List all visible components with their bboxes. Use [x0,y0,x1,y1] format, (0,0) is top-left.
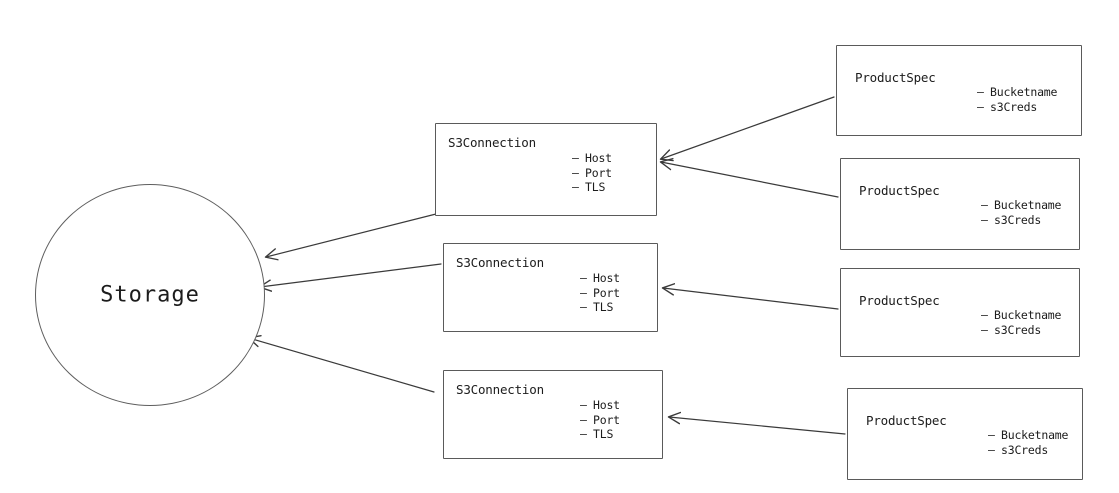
attribute-label: Host [593,398,620,412]
attribute-row: –Port [580,413,620,428]
node-productspec-3[interactable]: ProductSpec –Bucketname –s3Creds [840,268,1080,357]
attribute-dash-icon: – [580,271,587,285]
attribute-dash-icon: – [580,412,587,427]
productspec-3-attributes: –Bucketname –s3Creds [981,308,1061,337]
attribute-label: Host [585,151,612,165]
attribute-row: –Port [572,166,612,181]
attribute-row: –Bucketname [981,198,1061,213]
attribute-dash-icon: – [988,428,995,442]
edge-spec1-to-connection1 [661,96,835,159]
attribute-dash-icon: – [988,442,995,457]
attribute-row: –s3Creds [988,443,1068,458]
s3connection-2-attributes: –Host –Port –TLS [580,271,620,315]
attribute-dash-icon: – [977,85,984,99]
attribute-label: Bucketname [990,85,1058,99]
attribute-dash-icon: – [977,99,984,114]
attribute-row: –TLS [580,427,620,442]
attribute-label: s3Creds [994,212,1042,227]
attribute-row: –s3Creds [981,213,1061,228]
node-productspec-4[interactable]: ProductSpec –Bucketname –s3Creds [847,388,1083,480]
attribute-label: s3Creds [990,99,1038,114]
attribute-row: –Bucketname [988,428,1068,443]
attribute-row: –Bucketname [977,85,1057,100]
attribute-row: –Bucketname [981,308,1061,323]
s3connection-1-attributes: –Host –Port –TLS [572,151,612,195]
edge-spec3-to-connection2 [663,288,839,310]
attribute-row: –s3Creds [981,323,1061,338]
productspec-4-attributes: –Bucketname –s3Creds [988,428,1068,457]
edge-connection1-to-storage [266,213,437,257]
edge-connection3-to-storage [249,338,435,393]
attribute-dash-icon: – [981,212,988,227]
attribute-row: –TLS [580,300,620,315]
attribute-dash-icon: – [580,427,587,441]
attribute-label: TLS [593,300,614,314]
edge-spec4-to-connection3 [669,417,846,435]
attribute-label: Bucketname [1001,428,1069,442]
attribute-dash-icon: – [580,300,587,314]
attribute-dash-icon: – [580,285,587,300]
attribute-dash-icon: – [572,151,579,165]
attribute-dash-icon: – [981,198,988,212]
attribute-label: Port [593,412,620,427]
attribute-dash-icon: – [981,322,988,337]
productspec-1-attributes: –Bucketname –s3Creds [977,85,1057,114]
attribute-dash-icon: – [981,308,988,322]
productspec-2-attributes: –Bucketname –s3Creds [981,198,1061,227]
node-s3connection-3[interactable]: S3Connection –Host –Port –TLS [443,370,663,459]
node-productspec-1[interactable]: ProductSpec –Bucketname –s3Creds [836,45,1082,136]
s3connection-3-attributes: –Host –Port –TLS [580,398,620,442]
node-s3connection-1[interactable]: S3Connection –Host –Port –TLS [435,123,657,216]
attribute-label: TLS [585,180,606,194]
attribute-label: Host [593,271,620,285]
attribute-label: Port [593,285,620,300]
attribute-row: –Host [580,271,620,286]
productspec-3-title: ProductSpec [859,293,940,308]
attribute-dash-icon: – [572,165,579,180]
edge-connection2-to-storage [260,263,442,287]
productspec-2-title: ProductSpec [859,183,940,198]
attribute-label: Bucketname [994,308,1062,322]
node-s3connection-2[interactable]: S3Connection –Host –Port –TLS [443,243,658,332]
attribute-row: –Host [572,151,612,166]
storage-label: Storage [100,282,200,308]
attribute-row: –Host [580,398,620,413]
attribute-label: Port [585,165,612,180]
attribute-row: –s3Creds [977,100,1057,115]
attribute-label: s3Creds [1001,442,1049,457]
attribute-label: Bucketname [994,198,1062,212]
s3connection-3-title: S3Connection [456,382,544,397]
attribute-dash-icon: – [580,398,587,412]
productspec-1-title: ProductSpec [855,70,936,85]
edge-spec2-to-connection1 [661,162,839,198]
attribute-row: –TLS [572,180,612,195]
s3connection-1-title: S3Connection [448,135,536,150]
node-productspec-2[interactable]: ProductSpec –Bucketname –s3Creds [840,158,1080,250]
attribute-dash-icon: – [572,180,579,194]
s3connection-2-title: S3Connection [456,255,544,270]
attribute-label: s3Creds [994,322,1042,337]
productspec-4-title: ProductSpec [866,413,947,428]
node-storage[interactable]: Storage [35,184,265,406]
attribute-label: TLS [593,427,614,441]
attribute-row: –Port [580,286,620,301]
